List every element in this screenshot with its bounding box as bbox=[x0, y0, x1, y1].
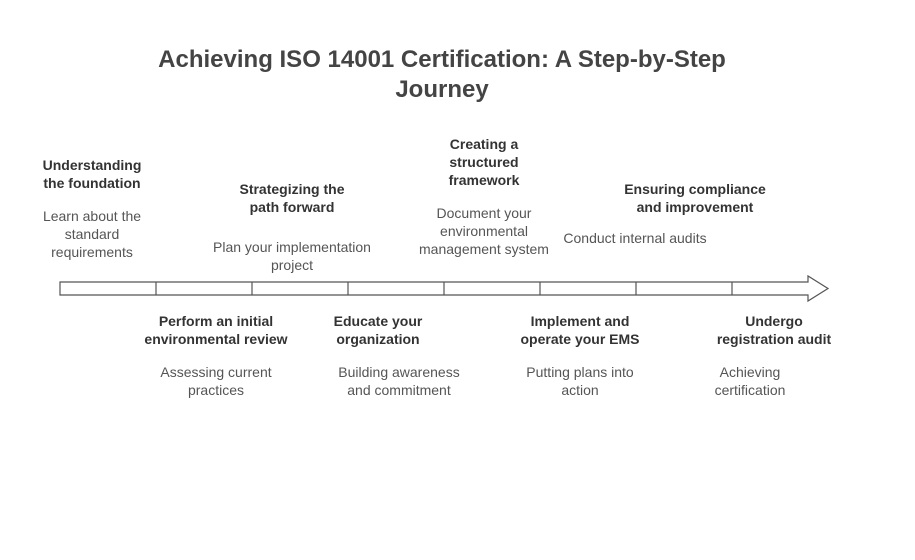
step-description: Document your environmental management s… bbox=[419, 205, 549, 257]
step-description: Putting plans into action bbox=[526, 364, 634, 398]
step-educate-your-organization: Educate your organization Building aware… bbox=[318, 312, 460, 399]
step-creating-a-structured-framework: Creating a structured framework Document… bbox=[414, 135, 554, 258]
step-undergo-registration-audit: Undergo registration audit Achieving cer… bbox=[702, 312, 846, 399]
step-heading: Strategizing the path forward bbox=[239, 181, 345, 215]
step-description: Assessing current practices bbox=[160, 364, 272, 398]
step-implement-and-operate-your-ems: Implement and operate your EMS Putting p… bbox=[505, 312, 655, 399]
step-heading: Creating a structured framework bbox=[448, 136, 520, 188]
step-description: Learn about the standard requirements bbox=[42, 208, 142, 260]
step-description: Plan your implementation project bbox=[213, 239, 371, 273]
step-description: Building awareness and commitment bbox=[338, 364, 460, 398]
step-strategizing-the-path-forward: Strategizing the path forward Plan your … bbox=[213, 180, 371, 274]
step-description: Conduct internal audits bbox=[563, 230, 707, 246]
step-ensuring-compliance-and-improvement: Ensuring compliance and improvement Cond… bbox=[563, 180, 780, 247]
step-description: Achieving certification bbox=[714, 364, 786, 398]
timeline-ticks bbox=[155, 282, 733, 295]
step-understanding-the-foundation: Understanding the foundation Learn about… bbox=[22, 156, 162, 261]
step-heading: Educate your organization bbox=[333, 313, 423, 347]
diagram-title: Achieving ISO 14001 Certification: A Ste… bbox=[158, 46, 726, 103]
step-heading: Undergo registration audit bbox=[716, 313, 832, 347]
step-heading: Ensuring compliance and improvement bbox=[624, 181, 766, 215]
step-heading: Perform an initial environmental review bbox=[144, 313, 288, 347]
step-heading: Understanding the foundation bbox=[42, 157, 142, 191]
step-heading: Implement and operate your EMS bbox=[520, 313, 640, 347]
step-perform-initial-environmental-review: Perform an initial environmental review … bbox=[126, 312, 306, 399]
